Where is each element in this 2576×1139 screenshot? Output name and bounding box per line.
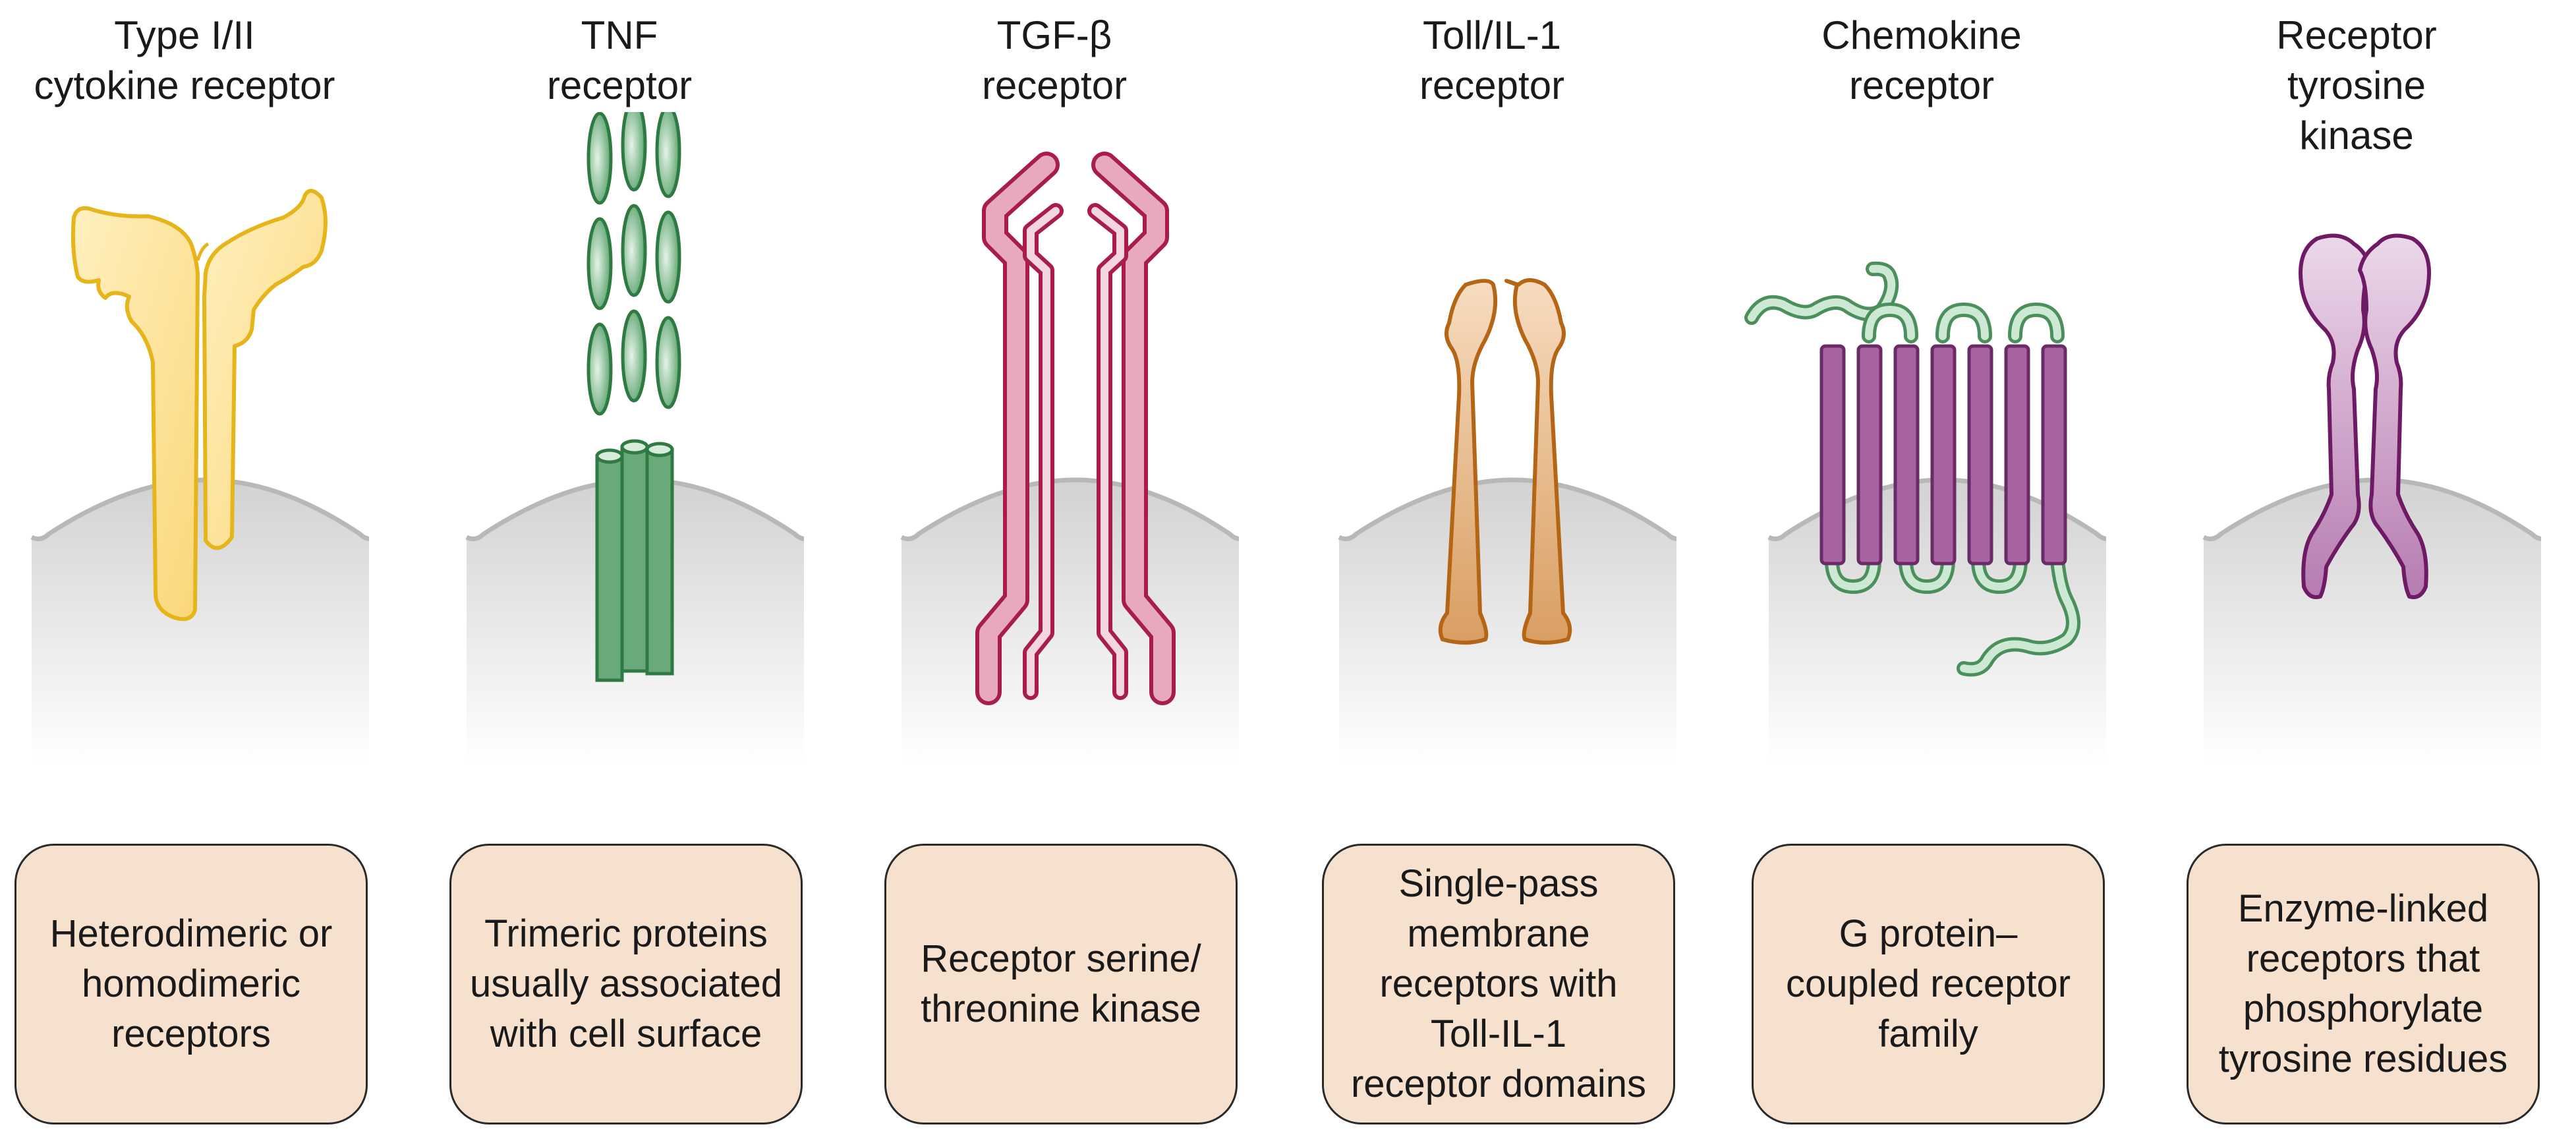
receptor-column-tnf: TNF receptor Trimeric proteins usually a… [435, 0, 804, 1139]
rtk-illustration [2172, 233, 2541, 784]
receptor-title: Type I/II cytokine receptor [34, 13, 335, 107]
toll-receptor-subunit-right [1504, 278, 1572, 645]
receptor-description-box: G protein– coupled receptor family [1752, 844, 2105, 1124]
receptor-title: TNF receptor [546, 13, 693, 107]
receptor-column-toll-il1: Toll/IL-1 receptor Single-pass membrane … [1307, 0, 1676, 1139]
receptor-column-tgf-beta: TGF-β receptor Receptor serine/ threonin… [870, 0, 1239, 1139]
receptor-description-box: Heterodimeric or homodimeric receptors [14, 844, 368, 1124]
rtk-subunit-right [2358, 233, 2431, 599]
receptor-description-box: Trimeric proteins usually associated wit… [449, 844, 803, 1124]
receptor-title: Receptor tyrosine kinase [2276, 13, 2437, 158]
cytokine-receptor-subunit-left [71, 206, 200, 622]
receptor-column-chemokine: Chemokine receptor [1737, 0, 2106, 1139]
tnf-extracellular-ovals [587, 112, 681, 416]
receptor-title: Toll/IL-1 receptor [1419, 13, 1565, 107]
cytokine-receptor-illustration [0, 189, 369, 784]
receptor-title: Chemokine receptor [1821, 13, 2022, 107]
receptor-description-box: Single-pass membrane receptors with Toll… [1322, 844, 1675, 1124]
chemokine-transmembrane-helices [1819, 344, 2067, 566]
receptor-description-box: Receptor serine/ threonine kinase [884, 844, 1238, 1124]
receptor-description-box: Enzyme-linked receptors that phosphoryla… [2187, 844, 2540, 1124]
receptor-title: TGF-β receptor [981, 13, 1128, 107]
chemokine-receptor-illustration [1744, 261, 2106, 784]
toll-receptor-illustration [1307, 278, 1676, 784]
receptor-column-rtk: Receptor tyrosine kinase Enzyme-linked r… [2172, 0, 2541, 1139]
receptor-column-type-i-ii: Type I/II cytokine receptor Heterodimeri… [0, 0, 369, 1139]
toll-receptor-subunit-left [1438, 279, 1498, 645]
tnf-transmembrane-cylinders [595, 439, 674, 682]
tgf-beta-receptor-illustration [870, 152, 1239, 784]
rtk-subunit-left [2299, 233, 2372, 599]
tnf-receptor-illustration [435, 112, 804, 784]
cytokine-receptor-subunit-right [202, 189, 328, 550]
